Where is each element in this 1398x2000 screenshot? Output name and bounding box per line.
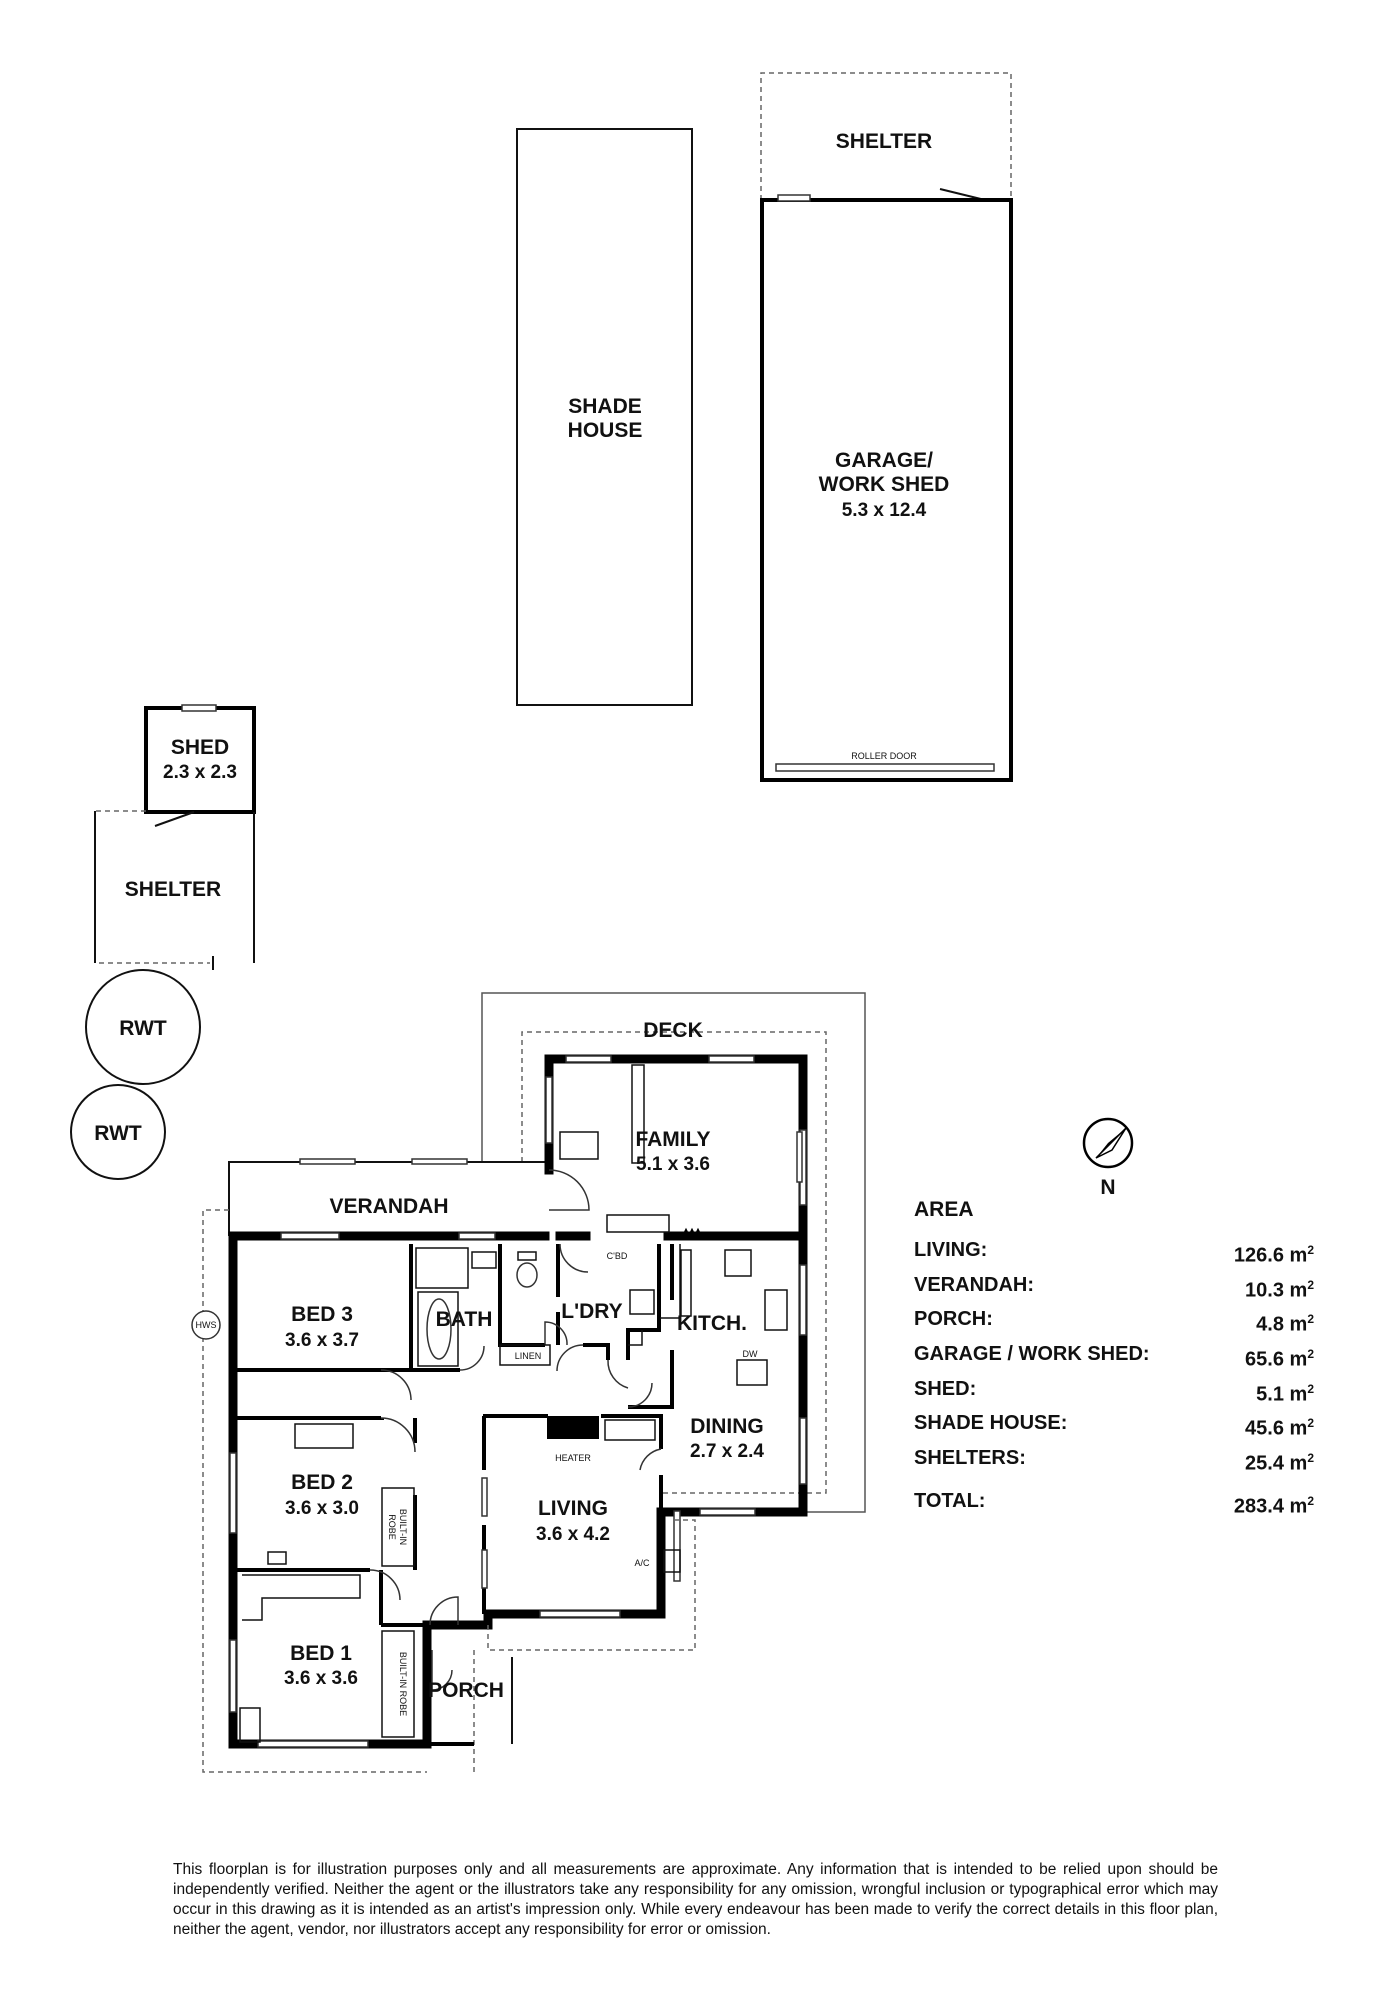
area-total-row: TOTAL: 283.4 m2 <box>914 1487 1314 1522</box>
shade-house-label-2: HOUSE <box>568 419 643 442</box>
rwt-2-label: RWT <box>94 1122 142 1145</box>
living-dimensions: 3.6 x 4.2 <box>536 1524 610 1545</box>
hot-water-service: HWS <box>191 1209 427 1773</box>
compass-north-label: N <box>1100 1176 1115 1199</box>
dining-dimensions: 2.7 x 2.4 <box>690 1441 764 1462</box>
bed-3-label: BED 3 <box>291 1303 353 1326</box>
rwt-1-label: RWT <box>119 1017 167 1040</box>
shed-label: SHED <box>171 736 229 759</box>
room-labels: FAMILY 5.1 x 3.6 C'BD BED 3 3.6 x 3.7 BA… <box>284 1128 764 1716</box>
area-row-label: SHELTERS: <box>914 1446 1026 1469</box>
porch-label: PORCH <box>428 1679 504 1702</box>
shade-house-label-1: SHADE <box>568 395 642 418</box>
area-row-label: LIVING: <box>914 1239 988 1261</box>
shade-house: SHADE HOUSE <box>516 128 693 706</box>
area-row-value: 65.6 m2 <box>1245 1346 1314 1371</box>
hws-label: HWS <box>196 1320 217 1330</box>
area-row-value: 45.6 m2 <box>1245 1416 1314 1440</box>
dining-label: DINING <box>690 1415 764 1438</box>
area-row-value: 4.8 m2 <box>1256 1312 1314 1336</box>
area-row: SHELTERS: 25.4 m2 <box>914 1444 1314 1479</box>
cbd-label: C'BD <box>607 1251 628 1261</box>
shelter-top-label: SHELTER <box>836 130 932 153</box>
area-row-value: 126.6 m2 <box>1233 1243 1314 1267</box>
kitchen-label: KITCH. <box>677 1312 747 1335</box>
robe-1-label-b: ROBE <box>387 1514 397 1540</box>
area-row-value: 25.4 m2 <box>1245 1450 1314 1475</box>
heater-label: HEATER <box>555 1453 591 1463</box>
area-row-label: PORCH: <box>914 1308 993 1331</box>
bed-2-label: BED 2 <box>291 1471 353 1494</box>
laundry-label: L'DRY <box>561 1300 622 1323</box>
shelter-top: SHELTER <box>760 72 1012 201</box>
robe-1-label-a: BUILT-IN <box>398 1509 408 1545</box>
rainwater-tank-1: RWT <box>85 969 201 1085</box>
area-total-value: 283.4 m2 <box>1233 1493 1314 1518</box>
shelter-left: SHELTER <box>94 810 255 970</box>
area-row: VERANDAH: 10.3 m2 <box>914 1271 1314 1306</box>
area-row-label: GARAGE / WORK SHED: <box>914 1342 1150 1365</box>
linen-label: LINEN <box>515 1351 542 1361</box>
verandah-label: VERANDAH <box>329 1195 448 1218</box>
area-row-label: VERANDAH: <box>914 1273 1034 1296</box>
area-row-value: 10.3 m2 <box>1245 1277 1314 1302</box>
family-dimensions: 5.1 x 3.6 <box>636 1154 710 1175</box>
disclaimer-text: This floorplan is for illustration purpo… <box>173 1861 1218 1938</box>
porch: PORCH <box>425 1519 696 1772</box>
compass-icon: N <box>1082 1117 1134 1199</box>
family-label: FAMILY <box>635 1128 710 1151</box>
area-summary: AREA LIVING: 126.6 m2 VERANDAH: 10.3 m2 PORC… <box>914 1198 1314 1521</box>
exterior-walls <box>228 1054 808 1749</box>
area-row: PORCH: 4.8 m2 <box>914 1305 1314 1340</box>
deck-label: DECK <box>643 1019 703 1042</box>
area-row-label: SHADE HOUSE: <box>914 1412 1068 1435</box>
doors <box>369 1131 803 1691</box>
garage-label-1: GARAGE/ <box>835 449 933 472</box>
shed: SHED 2.3 x 2.3 <box>144 704 256 827</box>
garage-dimensions: 5.3 x 12.4 <box>842 500 927 521</box>
area-row-value: 5.1 m2 <box>1256 1381 1314 1406</box>
bed-3-dimensions: 3.6 x 3.7 <box>285 1330 359 1351</box>
ac-label: A/C <box>634 1558 650 1568</box>
area-row-label: SHED: <box>914 1377 977 1400</box>
area-rows: LIVING: 126.6 m2 VERANDAH: 10.3 m2 PORCH: 4.8… <box>914 1236 1314 1479</box>
area-row: LIVING: 126.6 m2 <box>914 1236 1314 1271</box>
area-row: SHED: 5.1 m2 <box>914 1375 1314 1410</box>
roller-door-label: ROLLER DOOR <box>851 751 917 761</box>
fixtures <box>239 1064 788 1743</box>
area-title: AREA <box>914 1198 974 1221</box>
shed-dimensions: 2.3 x 2.3 <box>163 762 237 783</box>
area-total-label: TOTAL: <box>914 1489 986 1512</box>
bath-label: BATH <box>436 1308 493 1331</box>
bed-2-dimensions: 3.6 x 3.0 <box>285 1498 359 1519</box>
area-row: SHADE HOUSE: 45.6 m2 <box>914 1409 1314 1444</box>
living-label: LIVING <box>538 1497 608 1520</box>
dishwasher-label: DW <box>743 1349 758 1359</box>
verandah: VERANDAH <box>228 1158 549 1236</box>
garage-work-shed: GARAGE/ WORK SHED 5.3 x 12.4 ROLLER DOOR <box>760 194 1013 782</box>
robe-2-label: BUILT-IN ROBE <box>398 1652 408 1716</box>
windows <box>229 1055 807 1748</box>
garage-label-2: WORK SHED <box>819 473 950 496</box>
rainwater-tank-2: RWT <box>70 1084 166 1180</box>
bed-1-dimensions: 3.6 x 3.6 <box>284 1668 358 1689</box>
bed-1-label: BED 1 <box>290 1642 352 1665</box>
shelter-left-label: SHELTER <box>125 878 221 901</box>
area-row: GARAGE / WORK SHED: 65.6 m2 <box>914 1340 1314 1375</box>
